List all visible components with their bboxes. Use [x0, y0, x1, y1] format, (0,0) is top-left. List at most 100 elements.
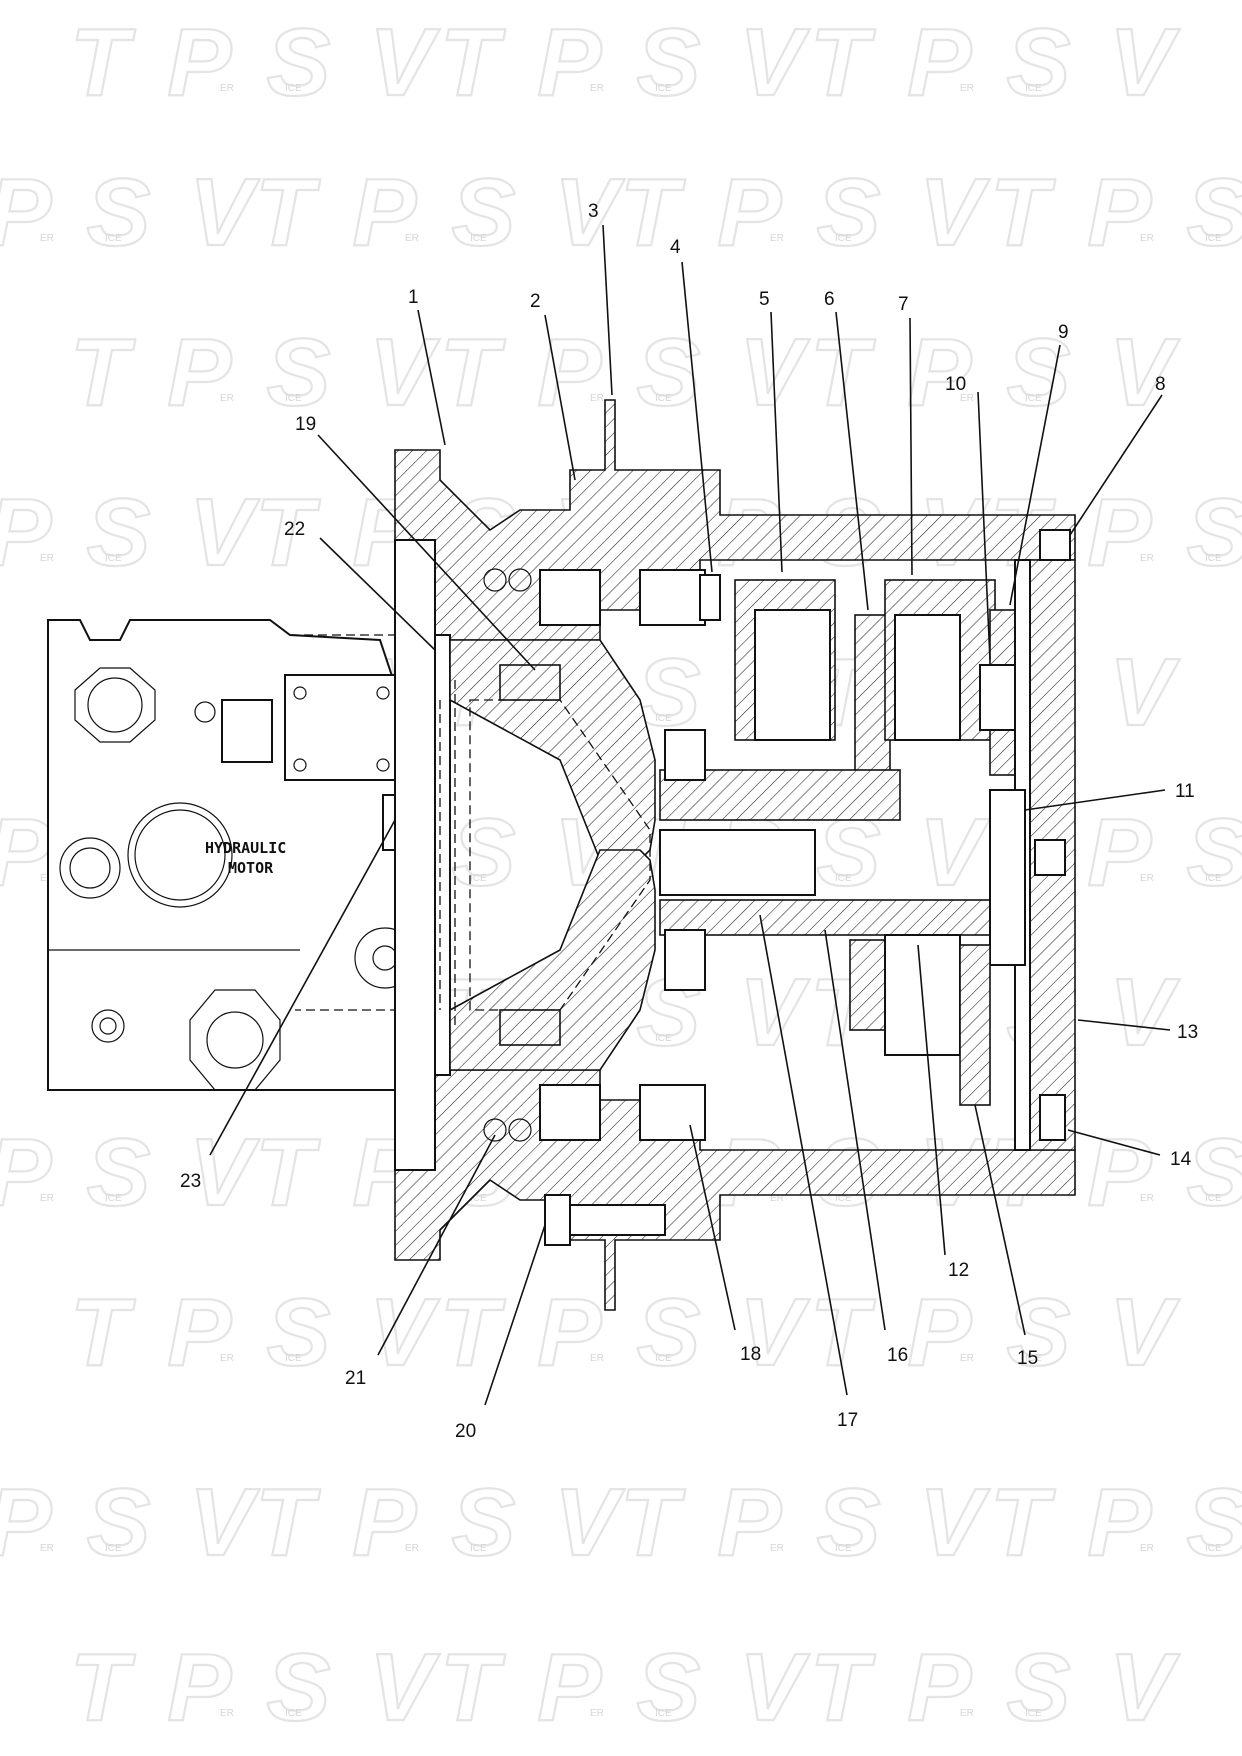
callout-6: 6 [824, 289, 835, 310]
watermark-sub-left: ER [590, 83, 604, 94]
watermark-sub-right: ICE [285, 393, 302, 404]
watermark-text: T P S V [440, 1634, 810, 1741]
drive-housing [394, 399, 1076, 1311]
watermark-text: T P S V [0, 1119, 260, 1226]
watermark-sub-right: ICE [470, 1543, 487, 1554]
watermark-sub-left: ER [40, 1193, 54, 1204]
watermark-sub-right: ICE [105, 1193, 122, 1204]
watermark-text: T P S V [620, 1469, 990, 1576]
watermark-text: T P S V [810, 1279, 1180, 1386]
watermark-text: T P S V [0, 159, 260, 266]
watermark-sub-right: ICE [470, 873, 487, 884]
watermark-sub-right: ICE [835, 233, 852, 244]
watermark-sub-left: ER [770, 1543, 784, 1554]
watermark-text: T P S V [810, 9, 1180, 116]
callout-14: 14 [1170, 1149, 1192, 1170]
callout-12: 12 [948, 1260, 969, 1281]
callout-21: 21 [345, 1368, 366, 1389]
watermark-text: T P S V [810, 319, 1180, 426]
watermark-sub-right: ICE [655, 713, 672, 724]
watermark-sub-right: ICE [1205, 233, 1222, 244]
watermark-text: T P S V [70, 9, 440, 116]
callout-3: 3 [588, 201, 599, 222]
watermark-sub-right: ICE [655, 1033, 672, 1044]
watermark-text: T P S V [620, 159, 990, 266]
callout-19: 19 [295, 414, 316, 435]
callout-9: 9 [1058, 322, 1069, 343]
watermark-sub-right: ICE [285, 1353, 302, 1364]
watermark-sub-right: ICE [285, 83, 302, 94]
watermark-sub-left: ER [590, 393, 604, 404]
watermark-sub-right: ICE [1205, 873, 1222, 884]
watermark-sub-left: ER [40, 873, 54, 884]
watermark-sub-right: ICE [1205, 553, 1222, 564]
watermark-sub-right: ICE [655, 83, 672, 94]
watermark-text: T P S V [70, 1279, 440, 1386]
callout-20: 20 [455, 1421, 476, 1442]
callout-11: 11 [1175, 781, 1195, 802]
watermark-sub-left: ER [40, 553, 54, 564]
watermark-sub-right: ICE [1025, 1708, 1042, 1719]
watermark-sub-right: ICE [835, 873, 852, 884]
watermark-sub-right: ICE [470, 1193, 487, 1204]
callout-15: 15 [1017, 1348, 1038, 1369]
watermark-text: T P S V [440, 1279, 810, 1386]
watermark-sub-left: ER [1140, 1193, 1154, 1204]
watermark-sub-right: ICE [285, 1708, 302, 1719]
watermark-sub-left: ER [1140, 553, 1154, 564]
watermark-text: T P S V [0, 1469, 260, 1576]
callout-13: 13 [1177, 1022, 1198, 1043]
callout-22: 22 [284, 519, 305, 540]
callout-2: 2 [530, 291, 541, 312]
watermark-sub-left: ER [220, 393, 234, 404]
callout-4: 4 [670, 237, 681, 258]
watermark-sub-left: ER [40, 233, 54, 244]
watermark-sub-right: ICE [835, 1193, 852, 1204]
watermark-sub-left: ER [960, 1353, 974, 1364]
watermark-sub-right: ICE [105, 233, 122, 244]
watermark-sub-right: ICE [835, 1543, 852, 1554]
watermark-sub-right: ICE [1205, 1193, 1222, 1204]
callout-5: 5 [759, 289, 770, 310]
watermark-text: T P S V [990, 159, 1242, 266]
motor-label-line2: MOTOR [228, 859, 274, 877]
watermark-sub-left: ER [405, 233, 419, 244]
watermark-text: T P S V [990, 1469, 1242, 1576]
watermark-sub-left: ER [960, 393, 974, 404]
watermark-text: T P S V [440, 9, 810, 116]
watermark-text: T P S V [70, 319, 440, 426]
callout-7: 7 [898, 294, 909, 315]
watermark-sub-left: ER [220, 1353, 234, 1364]
watermark-sub-left: ER [770, 233, 784, 244]
watermark-sub-left: ER [1140, 233, 1154, 244]
watermark-sub-left: ER [590, 1353, 604, 1364]
callout-17: 17 [837, 1410, 858, 1431]
watermark-sub-left: ER [220, 83, 234, 94]
watermark-sub-left: ER [220, 1708, 234, 1719]
watermark-sub-right: ICE [655, 1708, 672, 1719]
callout-1: 1 [408, 287, 419, 308]
watermark-text: T P S V [255, 159, 625, 266]
watermark-text: T P S V [70, 1634, 440, 1741]
callout-23: 23 [180, 1171, 201, 1192]
callout-16: 16 [887, 1345, 908, 1366]
watermark-sub-left: ER [1140, 873, 1154, 884]
callout-18: 18 [740, 1344, 761, 1365]
watermark-text: T P S V [810, 1634, 1180, 1741]
callout-8: 8 [1155, 374, 1166, 395]
watermark-sub-right: ICE [655, 393, 672, 404]
watermark-sub-right: ICE [655, 1353, 672, 1364]
watermark-sub-left: ER [770, 1193, 784, 1204]
watermark-sub-left: ER [1140, 1543, 1154, 1554]
watermark-sub-left: ER [405, 1543, 419, 1554]
watermark-sub-right: ICE [470, 233, 487, 244]
watermark-sub-right: ICE [1025, 83, 1042, 94]
watermark-sub-left: ER [590, 1708, 604, 1719]
callout-10: 10 [945, 374, 966, 395]
watermark-sub-right: ICE [105, 1543, 122, 1554]
watermark-sub-right: ICE [105, 553, 122, 564]
watermark-sub-right: ICE [1205, 1543, 1222, 1554]
watermark-text: T P S V [255, 1469, 625, 1576]
motor-label-line1: HYDRAULIC [205, 839, 286, 857]
